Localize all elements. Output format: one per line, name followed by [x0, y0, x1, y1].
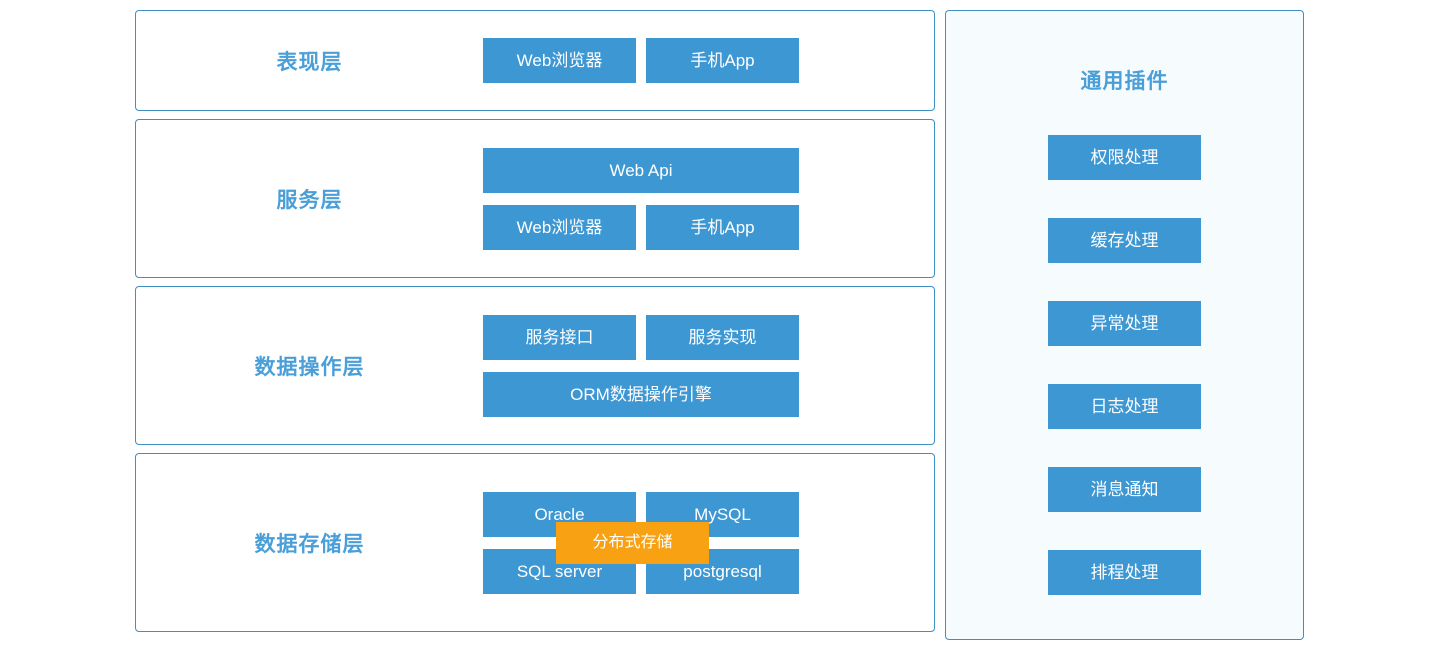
layer-title-data-operation: 数据操作层: [254, 355, 365, 379]
layer-panel-data-operation: 数据操作层 服务接口 服务实现 ORM数据操作引擎: [135, 286, 935, 445]
layer-body-service: Web Api Web浏览器 手机App: [483, 120, 934, 277]
box-row: Web Api: [483, 147, 799, 193]
plugin-item-exception[interactable]: 异常处理: [1048, 301, 1201, 346]
plugin-item-logging[interactable]: 日志处理: [1048, 384, 1201, 429]
plugin-item-permission[interactable]: 权限处理: [1048, 135, 1201, 180]
layer-stack: 表现层 Web浏览器 手机App 服务层 Web Api Web浏览器 手机Ap…: [135, 10, 935, 640]
layer-body-data-storage: Oracle MySQL SQL server postgresql 分布式存储: [483, 454, 934, 631]
plugin-item-message-notification[interactable]: 消息通知: [1048, 467, 1201, 512]
node-mobile-app[interactable]: 手机App: [646, 38, 799, 83]
node-orm-engine[interactable]: ORM数据操作引擎: [483, 371, 799, 417]
layer-title-presentation: 表现层: [276, 50, 343, 74]
layer-panel-service: 服务层 Web Api Web浏览器 手机App: [135, 119, 935, 278]
layer-body-presentation: Web浏览器 手机App: [483, 11, 934, 110]
layer-title-data-storage: 数据存储层: [254, 532, 365, 556]
box-row: 服务接口 服务实现: [483, 314, 799, 360]
node-web-browser[interactable]: Web浏览器: [483, 38, 636, 83]
layer-panel-data-storage: 数据存储层 Oracle MySQL SQL server postgresql…: [135, 453, 935, 632]
node-sql-server[interactable]: SQL server: [483, 548, 636, 594]
node-postgresql[interactable]: postgresql: [646, 548, 799, 594]
layer-panel-presentation: 表现层 Web浏览器 手机App: [135, 10, 935, 111]
node-service-implementation[interactable]: 服务实现: [646, 314, 799, 360]
node-service-interface[interactable]: 服务接口: [483, 314, 636, 360]
box-row: SQL server postgresql: [483, 548, 799, 594]
plugins-panel-title: 通用插件: [1080, 70, 1169, 93]
box-row: Web浏览器 手机App: [483, 204, 799, 250]
node-web-browser[interactable]: Web浏览器: [483, 204, 636, 250]
layer-title-service: 服务层: [276, 188, 343, 212]
plugin-item-cache[interactable]: 缓存处理: [1048, 218, 1201, 263]
plugins-list: 权限处理 缓存处理 异常处理 日志处理 消息通知 排程处理: [1048, 135, 1201, 595]
box-row: Web浏览器 手机App: [483, 38, 799, 83]
box-row: ORM数据操作引擎: [483, 371, 799, 417]
node-distributed-storage[interactable]: 分布式存储: [556, 521, 709, 564]
plugin-item-scheduling[interactable]: 排程处理: [1048, 550, 1201, 595]
plugins-panel: 通用插件 权限处理 缓存处理 异常处理 日志处理 消息通知 排程处理: [945, 10, 1304, 640]
node-mobile-app[interactable]: 手机App: [646, 204, 799, 250]
node-web-api[interactable]: Web Api: [483, 147, 799, 193]
layer-body-data-operation: 服务接口 服务实现 ORM数据操作引擎: [483, 287, 934, 444]
